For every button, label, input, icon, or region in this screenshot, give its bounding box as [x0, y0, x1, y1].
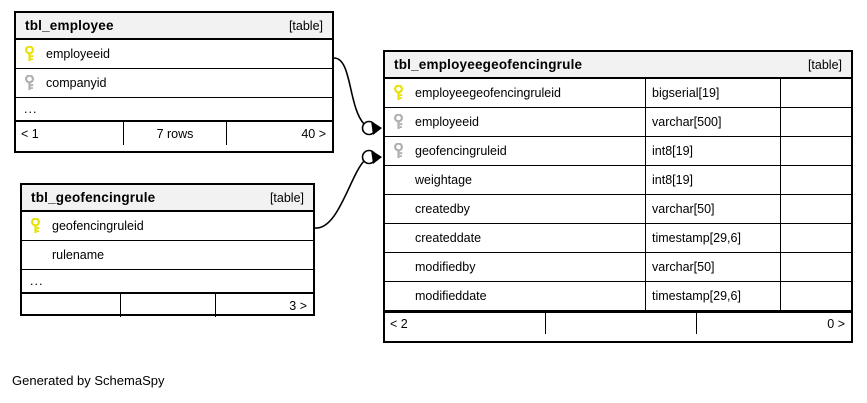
column-extra-cell [780, 253, 851, 281]
column-type: varchar[50] [645, 195, 780, 223]
column-type: timestamp[29,6] [645, 224, 780, 252]
table-title: tbl_employee [25, 18, 114, 33]
foreign-key-icon [393, 143, 415, 159]
table-row[interactable]: companyid [16, 69, 332, 98]
footer-prev-link[interactable]: < 1 [21, 126, 39, 141]
column-cell: employeegeofencingruleid [385, 79, 645, 107]
generated-by-caption: Generated by SchemaSpy [12, 373, 165, 388]
column-type: varchar[500] [645, 108, 780, 136]
column-name: weightage [415, 173, 472, 187]
table-row[interactable]: createdby varchar[50] [385, 195, 851, 224]
table-header-tbl-geofencingrule: tbl_geofencingrule [table] [22, 185, 313, 212]
table-row[interactable]: modifieddate timestamp[29,6] [385, 282, 851, 311]
table-row[interactable]: employeegeofencingruleid bigserial[19] [385, 79, 851, 108]
column-name: modifiedby [415, 260, 476, 274]
table-type-tag: [table] [288, 18, 323, 33]
primary-key-icon [24, 46, 46, 62]
table-row[interactable]: geofencingruleid [22, 212, 313, 241]
column-cell: geofencingruleid [385, 137, 645, 165]
column-cell: weightage [385, 166, 645, 194]
footer-prev-link[interactable] [22, 294, 120, 317]
footer-prev-link[interactable]: < 2 [390, 316, 408, 331]
column-name: employeeid [415, 115, 479, 129]
column-extra-cell [780, 195, 851, 223]
table-row[interactable]: geofencingruleid int8[19] [385, 137, 851, 166]
footer-next-link[interactable]: 3 > [215, 294, 313, 317]
table-title: tbl_employeegeofencingrule [394, 57, 583, 72]
column-extra-cell [780, 166, 851, 194]
footer-next-link[interactable]: 0 > [696, 313, 851, 334]
more-columns-ellipsis: ... [16, 98, 332, 122]
column-cell: modifieddate [385, 282, 645, 310]
column-type: varchar[50] [645, 253, 780, 281]
column-name: employeeid [46, 47, 110, 61]
table-row[interactable]: rulename [22, 241, 313, 270]
footer-next-link[interactable]: 40 > [226, 122, 332, 145]
column-extra-cell [780, 108, 851, 136]
column-extra-cell [780, 137, 851, 165]
edge-endpoint-circle-geofencingruleid [361, 149, 377, 165]
column-extra-cell [780, 224, 851, 252]
column-name: rulename [52, 248, 105, 262]
table-header-tbl-employee: tbl_employee [table] [16, 13, 332, 40]
primary-key-icon [30, 218, 52, 234]
column-type: int8[19] [645, 137, 780, 165]
column-cell: companyid [16, 69, 312, 97]
footer-row-count: 7 rows [123, 122, 226, 145]
edge-arrowhead-employeeid [371, 121, 382, 135]
footer-row-count [120, 294, 215, 317]
edge-endpoint-circle-employeeid [361, 120, 377, 136]
table-row[interactable]: createddate timestamp[29,6] [385, 224, 851, 253]
column-cell: createddate [385, 224, 645, 252]
edge-arrowhead-geofencingruleid [371, 150, 382, 164]
more-columns-ellipsis: ... [22, 270, 313, 294]
relationship-edge-employeeid [333, 57, 365, 125]
table-footer: < 2 0 > [385, 311, 851, 334]
footer-row-count [545, 313, 696, 334]
table-header-tbl-employeegeofencingrule: tbl_employeegeofencingrule [table] [385, 52, 851, 79]
column-cell: employeeid [16, 40, 312, 68]
column-type: timestamp[29,6] [645, 282, 780, 310]
table-footer: < 1 7 rows 40 > [16, 122, 332, 145]
foreign-key-icon [24, 75, 46, 91]
table-footer: 3 > [22, 294, 313, 317]
relationship-edge-geofencingruleid [314, 160, 365, 229]
column-name: geofencingruleid [52, 219, 144, 233]
column-name: companyid [46, 76, 107, 90]
table-row[interactable]: weightage int8[19] [385, 166, 851, 195]
table-row[interactable]: employeeid varchar[500] [385, 108, 851, 137]
column-name: createdby [415, 202, 470, 216]
column-cell: createdby [385, 195, 645, 223]
column-extra-cell [780, 282, 851, 310]
column-extra-cell [780, 79, 851, 107]
column-name: createddate [415, 231, 482, 245]
column-cell: employeeid [385, 108, 645, 136]
column-cell: rulename [22, 241, 293, 269]
column-name: employeegeofencingruleid [415, 86, 561, 100]
table-tbl-employeegeofencingrule[interactable]: tbl_employeegeofencingrule [table] emplo… [383, 50, 853, 343]
table-row[interactable]: employeeid [16, 40, 332, 69]
column-type: bigserial[19] [645, 79, 780, 107]
column-cell: modifiedby [385, 253, 645, 281]
foreign-key-icon [393, 114, 415, 130]
table-type-tag: [table] [807, 57, 842, 72]
primary-key-icon [393, 85, 415, 101]
table-type-tag: [table] [269, 190, 304, 205]
table-row[interactable]: modifiedby varchar[50] [385, 253, 851, 282]
column-cell: geofencingruleid [22, 212, 293, 240]
column-name: modifieddate [415, 289, 487, 303]
column-type: int8[19] [645, 166, 780, 194]
table-tbl-geofencingrule[interactable]: tbl_geofencingrule [table] geofencingrul… [20, 183, 315, 317]
column-name: geofencingruleid [415, 144, 507, 158]
table-title: tbl_geofencingrule [31, 190, 156, 205]
table-tbl-employee[interactable]: tbl_employee [table] employeeid [14, 11, 334, 153]
